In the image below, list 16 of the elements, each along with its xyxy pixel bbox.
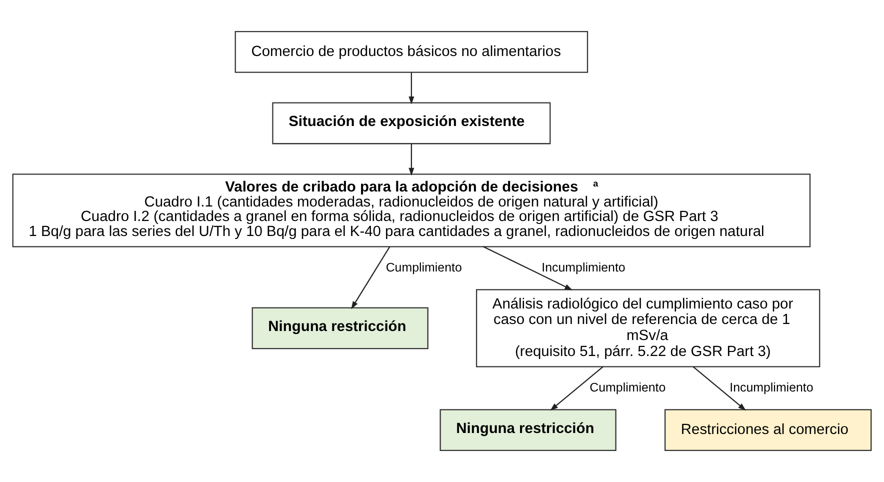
- arrow: [351, 246, 390, 310]
- node-box: Comercio de productos básicos no alimentarios: [234, 30, 588, 73]
- arrow: [408, 144, 414, 176]
- edge-label: Incumplimiento: [542, 260, 626, 274]
- edge-label: Cumplimiento: [386, 260, 462, 274]
- edge-label: Incumplimiento: [730, 380, 814, 394]
- node-box: Ninguna restricción: [252, 307, 428, 350]
- node-box: Situación de exposición existente: [272, 102, 551, 144]
- node-box: Análisis radiológico del cumplimiento caso por caso con un nivel de referencia de cerca de 1 mSv/a (requisito 51, párr. 5.22 de GSR Part 3): [476, 289, 820, 368]
- arrow: [483, 246, 573, 290]
- arrow: [550, 366, 604, 411]
- node-box: Restricciones al comercio: [664, 409, 872, 452]
- node-box: Ninguna restricción: [440, 409, 616, 452]
- arrow: [692, 366, 746, 411]
- arrow: [408, 72, 414, 104]
- edge-label: Cumplimiento: [590, 380, 666, 394]
